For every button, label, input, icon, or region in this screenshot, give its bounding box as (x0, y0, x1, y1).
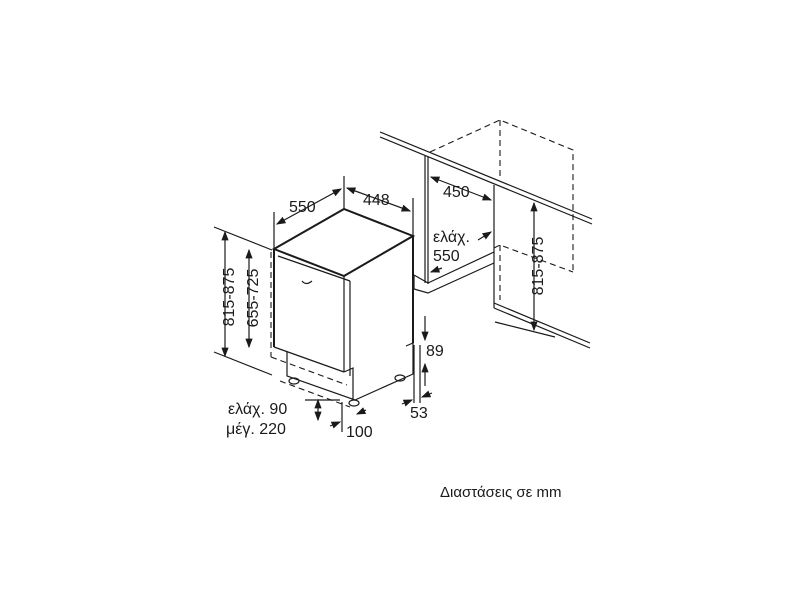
niche-depth-value: 550 (433, 248, 460, 265)
niche-width-label: 450 (443, 184, 470, 201)
units-caption: Διαστάσεις σε mm (440, 484, 562, 501)
plinth-max-label: μέγ. 220 (226, 421, 286, 438)
dimension-lines (213, 176, 538, 432)
dishwasher (270, 207, 416, 408)
niche-height-label: 815-875 (530, 237, 547, 296)
niche-depth-min-label: ελάχ. (433, 229, 470, 246)
total-height-label: 815-875 (221, 268, 238, 327)
cabinet-niche (379, 119, 593, 349)
depth-label: 550 (289, 199, 316, 216)
foot-offset-label: 100 (346, 424, 373, 441)
door-height-label: 655-725 (245, 269, 262, 328)
plinth-height-label: 89 (426, 343, 444, 360)
width-label: 448 (363, 192, 390, 209)
plinth-min-label: ελάχ. 90 (228, 401, 287, 418)
foot-height-label: 53 (410, 405, 428, 422)
